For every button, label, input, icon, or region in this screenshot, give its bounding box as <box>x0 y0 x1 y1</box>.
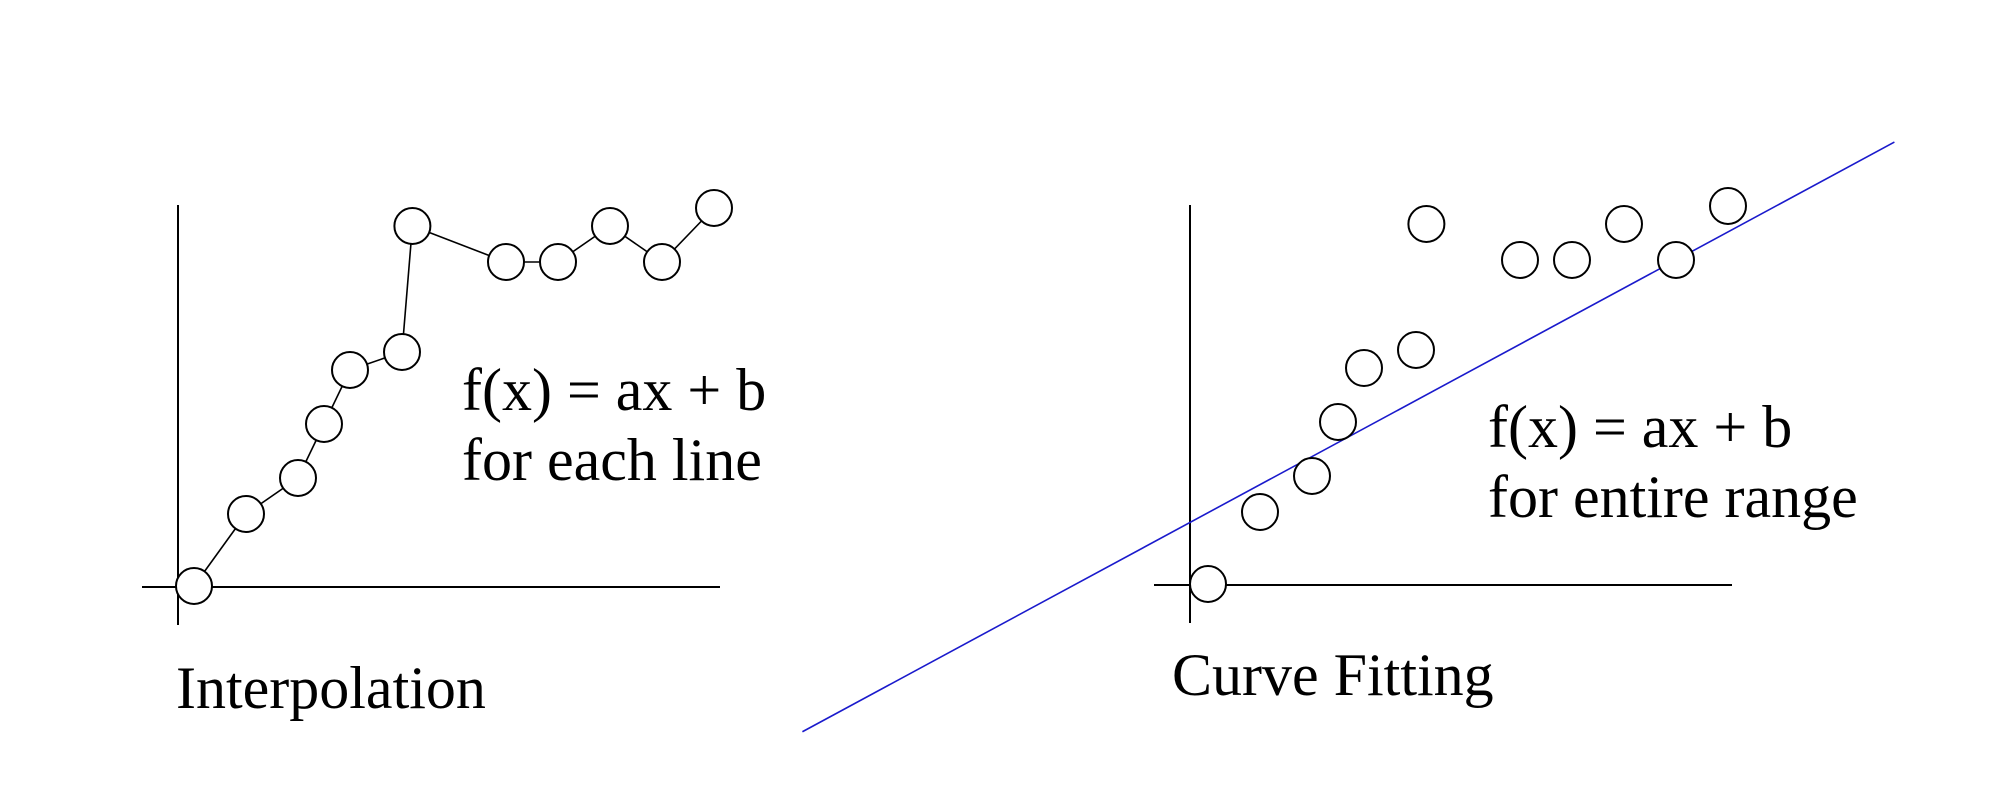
curve-fitting-point <box>1319 403 1357 441</box>
interpolation-point <box>175 567 213 605</box>
interpolation-point <box>279 459 317 497</box>
curve-fitting-panel <box>802 141 1895 733</box>
interpolation-point <box>383 333 421 371</box>
interpolation-point <box>227 495 265 533</box>
interpolation-equation: f(x) = ax + b for each line <box>462 357 767 490</box>
curve-fitting-point <box>1709 187 1747 225</box>
interpolation-point <box>331 351 369 389</box>
curve-fitting-point <box>1553 241 1591 279</box>
interpolation-point <box>487 243 525 281</box>
curve-fitting-point <box>1657 241 1695 279</box>
interpolation-point <box>393 207 432 245</box>
curve-fitting-equation-note: for entire range <box>1488 464 1858 530</box>
curve-fitting-points <box>1189 187 1747 603</box>
curve-fitting-point <box>1241 493 1279 531</box>
interpolation-point <box>305 405 343 443</box>
curve-fitting-point <box>1605 205 1643 243</box>
interpolation-points <box>175 189 733 605</box>
interpolation-equation-note: for each line <box>462 427 762 493</box>
interpolation-point <box>591 207 629 245</box>
interpolation-point <box>695 189 733 227</box>
curve-fitting-point <box>1189 565 1227 603</box>
curve-fitting-caption: Curve Fitting <box>1172 642 1494 708</box>
curve-fitting-point <box>1501 241 1539 279</box>
curve-fitting-point <box>1397 331 1435 369</box>
curve-fitting-point <box>1345 349 1383 387</box>
interpolation-caption: Interpolation <box>176 655 486 721</box>
interpolation-panel <box>142 189 733 625</box>
interpolation-equation-formula: f(x) = ax + b <box>462 357 767 423</box>
curve-fitting-equation-formula: f(x) = ax + b <box>1488 394 1793 460</box>
curve-fitting-equation: f(x) = ax + b for entire range <box>1488 394 1858 527</box>
curve-fitting-point <box>1293 457 1331 495</box>
curve-fitting-point <box>1407 205 1446 243</box>
interpolation-point <box>539 243 577 281</box>
interpolation-point <box>643 243 681 281</box>
interpolation-segment <box>401 225 414 353</box>
